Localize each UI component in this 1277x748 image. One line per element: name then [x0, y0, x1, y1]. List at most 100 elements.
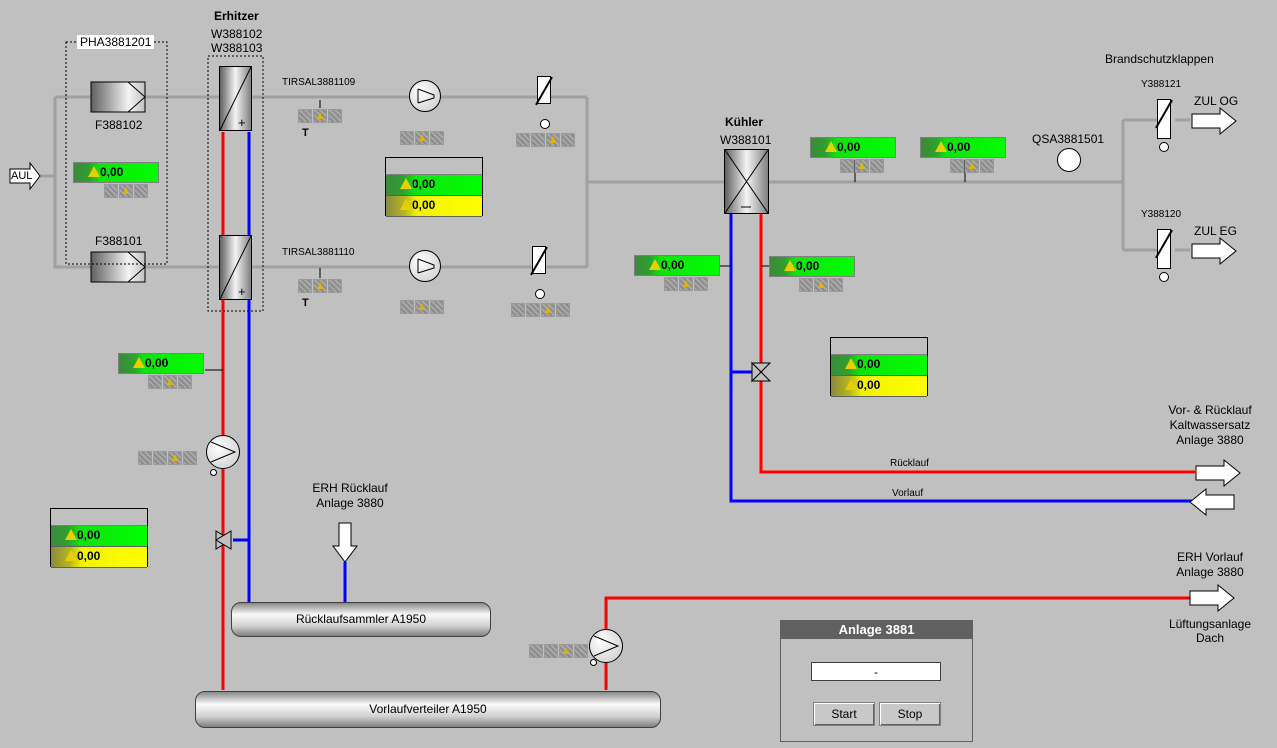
heater-water-status: [148, 375, 192, 389]
erhitzer-title: Erhitzer: [214, 9, 259, 23]
kaltwasser-line-1: Vor- & Rücklauf: [1168, 403, 1252, 417]
filter-f388101-label: F388101: [95, 234, 143, 248]
valuebox-3-a[interactable]: 0,00: [51, 526, 147, 547]
heater-water-value[interactable]: 0,00: [118, 353, 204, 374]
tirsal-1110-status: [298, 279, 342, 293]
fan-upper-status: [400, 131, 444, 145]
ruecklauf-label: Rücklauf: [890, 458, 929, 469]
erh-vorlauf-1: ERH Vorlauf: [1176, 550, 1244, 564]
vorlaufverteiler-tank[interactable]: Vorlaufverteiler A1950: [195, 691, 661, 728]
filter-f388102[interactable]: [91, 82, 145, 112]
heater-coil-upper[interactable]: +: [219, 66, 252, 131]
valuebox-2-a-text: 0,00: [857, 357, 881, 371]
zul-eg-label: ZUL EG: [1194, 224, 1237, 238]
heater-pump-indicator: [210, 469, 217, 476]
qsa-label: QSA3881501: [1032, 132, 1105, 146]
valuebox-3-a-text: 0,00: [77, 528, 101, 542]
qsa-sensor[interactable]: [1057, 148, 1081, 172]
fire-damper-y388120-indicator: [1159, 272, 1169, 282]
valuebox-2: 0,00 0,00: [830, 337, 928, 397]
ruecklaufsammler-tank[interactable]: Rücklaufsammler A1950: [231, 602, 491, 637]
erhitzer-id-2: W388103: [211, 41, 263, 55]
aul-label: AUL: [11, 170, 33, 182]
kuehler-id: W388101: [720, 133, 772, 147]
heater-coil-lower[interactable]: +: [219, 235, 252, 300]
cooler-value-2-text: 0,00: [947, 140, 971, 154]
cooler-valve[interactable]: [750, 361, 772, 383]
vorlauf-pump-indicator: [590, 659, 597, 666]
cooler-water-right-text: 0,00: [796, 259, 820, 273]
tirsal-1109-label: TIRSAL3881109: [282, 77, 356, 88]
damper-upper[interactable]: [537, 76, 551, 104]
vorlauf-pump[interactable]: [589, 629, 623, 663]
fan-upper[interactable]: [409, 80, 441, 112]
heater-water-value-text: 0,00: [145, 356, 169, 370]
valuebox-3-b-text: 0,00: [77, 549, 101, 563]
filter-f388102-label: F388102: [95, 118, 143, 132]
y388120-label: Y388120: [1141, 209, 1182, 220]
tirsal-1109-t: T: [302, 127, 309, 139]
svg-text:+: +: [238, 115, 246, 130]
erh-ruecklauf-2: Anlage 3880: [316, 496, 384, 510]
fan-lower-status: [400, 300, 444, 314]
kaltwasser-line-3: Anlage 3880: [1176, 433, 1244, 447]
tirsal-1109-status: [298, 109, 342, 123]
valuebox-1: 0,00 0,00: [385, 157, 483, 217]
pha-status: [104, 184, 148, 198]
anlage-status-display: -: [811, 662, 941, 681]
tirsal-1110-t: T: [302, 297, 309, 309]
vorlauf-pump-status: [529, 644, 588, 658]
filter-f388101[interactable]: [91, 252, 145, 282]
valuebox-2-b[interactable]: 0,00: [831, 376, 927, 397]
cooler-value-1-text: 0,00: [837, 140, 861, 154]
cooler-water-right[interactable]: 0,00: [769, 256, 855, 277]
anlage-panel: Anlage 3881 - Start Stop: [780, 620, 973, 742]
valuebox-1-b-text: 0,00: [412, 198, 436, 212]
vorlaufverteiler-label: Vorlaufverteiler A1950: [369, 702, 487, 716]
valuebox-1-b[interactable]: 0,00: [386, 196, 482, 217]
valuebox-3-b[interactable]: 0,00: [51, 547, 147, 568]
valuebox-2-b-text: 0,00: [857, 378, 881, 392]
lueftung-2: Dach: [1195, 631, 1224, 645]
y388121-label: Y388121: [1141, 79, 1182, 90]
valuebox-2-a[interactable]: 0,00: [831, 355, 927, 376]
kaltwasser-line-2: Kaltwassersatz: [1169, 418, 1251, 432]
fire-damper-y388120[interactable]: [1157, 229, 1171, 269]
cooler-water-left-text: 0,00: [661, 258, 685, 272]
tirsal-1110-label: TIRSAL3881110: [282, 247, 355, 258]
cooler-water-left[interactable]: 0,00: [634, 255, 720, 276]
heater-pump[interactable]: [206, 435, 240, 469]
damper-upper-indicator: [540, 119, 550, 129]
erh-vorlauf-2: Anlage 3880: [1176, 565, 1244, 579]
cooler-value-1-status: [840, 159, 884, 173]
valuebox-1-a[interactable]: 0,00: [386, 175, 482, 196]
vorlauf-label: Vorlauf: [892, 488, 924, 499]
valuebox-1-a-text: 0,00: [412, 177, 436, 191]
cooler-water-left-status: [664, 277, 708, 291]
cooler-value-2-status: [950, 159, 994, 173]
heater-pump-status: [138, 451, 197, 465]
svg-text:+: +: [238, 284, 246, 299]
damper-upper-status: [516, 133, 575, 147]
erhitzer-id-1: W388102: [211, 27, 263, 41]
damper-lower-indicator: [535, 289, 545, 299]
damper-lower-status: [511, 303, 570, 317]
fan-lower[interactable]: [409, 250, 441, 282]
pha-value-text: 0,00: [100, 165, 124, 179]
cooler-value-1[interactable]: 0,00: [810, 137, 896, 158]
erh-ruecklauf-1: ERH Rücklauf: [312, 481, 388, 495]
ruecklaufsammler-label: Rücklaufsammler A1950: [295, 612, 427, 626]
cooler-value-2[interactable]: 0,00: [920, 137, 1006, 158]
zul-og-label: ZUL OG: [1194, 94, 1239, 108]
cooler-water-right-status: [799, 278, 843, 292]
stop-button[interactable]: Stop: [879, 702, 941, 726]
lueftung-1: Lüftungsanlage: [1168, 617, 1252, 631]
heater-valve[interactable]: [214, 529, 234, 551]
cooler-coil[interactable]: [724, 149, 769, 214]
pha-value[interactable]: 0,00: [73, 162, 159, 183]
kuehler-title: Kühler: [725, 115, 764, 129]
fire-damper-y388121[interactable]: [1157, 99, 1171, 139]
damper-lower[interactable]: [532, 246, 546, 274]
start-button[interactable]: Start: [813, 702, 875, 726]
